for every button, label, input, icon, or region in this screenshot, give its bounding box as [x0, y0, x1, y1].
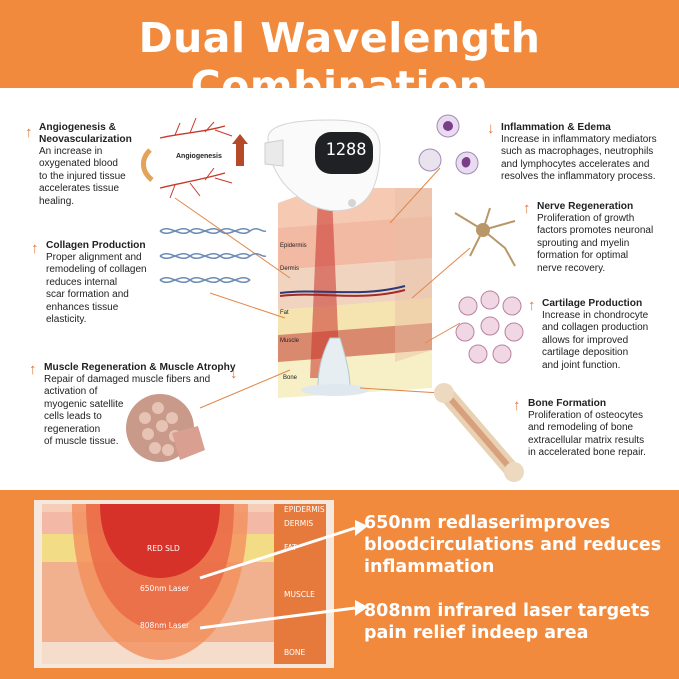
cartilage-graphic: [455, 290, 524, 364]
inflammation-block: Inflammation & Edema Increase in inflamm…: [501, 122, 671, 184]
label-dermis: Dermis: [280, 266, 299, 272]
block-title: Nerve Regeneration: [537, 201, 634, 212]
angiogenesis-block: Angiogenesis & Neovascularization An inc…: [39, 122, 169, 208]
block-desc: Proliferation of growth factors promotes…: [537, 213, 654, 274]
up-arrow-icon: ↑: [528, 297, 536, 314]
device-display: 1288: [325, 140, 367, 160]
layer-label: DERMIS: [284, 519, 314, 528]
muscle-graphic: [126, 394, 205, 462]
penetration-diagram: [34, 500, 368, 668]
nerve-graphic: [454, 207, 516, 267]
up-arrow-icon: ↑: [25, 124, 33, 141]
block-title: Angiogenesis & Neovascularization: [39, 122, 132, 145]
block-title: Muscle Regeneration & Muscle Atrophy: [44, 362, 236, 373]
collagen-graphic: [159, 228, 267, 283]
block-desc: Increase in chondrocyte and collagen pro…: [542, 310, 649, 371]
beam-label: 808nm Laser: [140, 621, 190, 630]
main-panel: 1288 Epidermis Dermis Fat Muscle Bone An…: [0, 88, 679, 490]
skin-cross-section: [126, 114, 524, 482]
collagen-block: Collagen Production Proper alignment and…: [46, 240, 166, 326]
up-arrow-icon: ↑: [31, 240, 39, 257]
label-bone: Bone: [283, 375, 298, 381]
down-arrow-icon: ↓: [487, 120, 495, 137]
block-desc: An increase in oxygenated blood to the i…: [39, 146, 126, 207]
footer-text-808: 808nm infrared laser targets pain relief…: [364, 601, 650, 643]
nerve-block: Nerve Regeneration Proliferation of grow…: [537, 201, 667, 275]
block-title: Inflammation & Edema: [501, 122, 611, 133]
angiogenesis-graphic: [141, 117, 248, 199]
block-desc: Increase in inflammatory mediators such …: [501, 134, 657, 183]
footer-panel: EPIDERMIS DERMIS FAT MUSCLE BONE RED SLD…: [0, 490, 679, 679]
header-banner: Dual Wavelength Combination: [0, 0, 679, 110]
down-arrow-icon: ↓: [230, 365, 238, 382]
up-arrow-icon: ↑: [513, 397, 521, 414]
up-arrow-icon: ↑: [523, 200, 531, 217]
layer-label: MUSCLE: [284, 590, 315, 599]
beam-label: 650nm Laser: [140, 584, 190, 593]
block-title: Cartilage Production: [542, 298, 643, 309]
layer-label: FAT: [284, 543, 297, 552]
block-desc: Proper alignment and remodeling of colla…: [46, 252, 147, 326]
layer-label: BONE: [284, 648, 306, 657]
angiogenesis-label: Angiogenesis: [176, 153, 222, 160]
bone-block: Bone Formation Proliferation of osteocyt…: [528, 398, 673, 460]
label-muscle: Muscle: [280, 338, 300, 344]
up-arrow-icon: ↑: [29, 361, 37, 378]
label-fat: Fat: [280, 310, 289, 316]
block-title: Bone Formation: [528, 398, 607, 409]
laser-device: [264, 119, 381, 212]
block-desc: Proliferation of osteocytes and remodeli…: [528, 410, 646, 459]
bone-graphic: [434, 383, 524, 482]
footer-text-650: 650nm redlaserimproves bloodcirculations…: [364, 513, 662, 577]
label-epidermis: Epidermis: [280, 243, 307, 249]
muscle-block: Muscle Regeneration & Muscle Atrophy Rep…: [44, 362, 244, 448]
block-title: Collagen Production: [46, 240, 146, 251]
layer-label: EPIDERMIS: [284, 505, 325, 514]
block-desc: Repair of damaged muscle fibers and acti…: [44, 374, 211, 448]
cartilage-block: Cartilage Production Increase in chondro…: [542, 298, 672, 372]
page-title: Dual Wavelength Combination: [138, 14, 541, 110]
beam-label: RED SLD: [147, 544, 180, 553]
inflammation-graphic: [418, 114, 479, 175]
